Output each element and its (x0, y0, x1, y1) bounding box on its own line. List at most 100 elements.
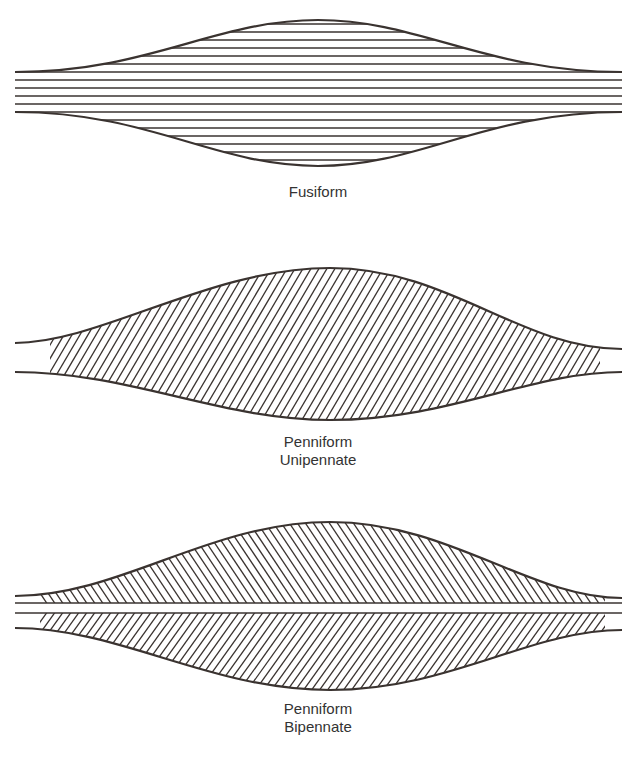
muscle-fibre (308, 515, 368, 605)
muscle-fibre (412, 515, 472, 605)
muscle-fibre (50, 260, 140, 430)
muscle-fibre (592, 260, 600, 430)
muscle-fibre (364, 611, 424, 695)
muscle-fibre (572, 611, 605, 695)
muscle-fibre (332, 611, 392, 695)
muscle-outlines (15, 20, 622, 690)
muscle-fibre (268, 611, 328, 695)
muscle-fibre (316, 611, 376, 695)
muscle-fibre (264, 260, 364, 430)
muscle-fibre (148, 611, 208, 695)
muscle-fibre (516, 515, 576, 605)
muscle-fibre (204, 515, 264, 605)
muscle-fibre (60, 515, 120, 605)
muscle-fibre (0, 143, 636, 144)
muscle-fibre (148, 515, 208, 605)
muscle-fibre (424, 260, 524, 430)
muscle-fibre (332, 515, 392, 605)
muscle-fibre (444, 611, 504, 695)
muscle-fibre (124, 611, 184, 695)
muscle-fibre (308, 611, 368, 695)
muscle-fibre (84, 611, 144, 695)
muscle-fibre (272, 260, 372, 430)
muscle-fibre (52, 611, 112, 695)
muscle-type-label: Penniform Bipennate (284, 700, 352, 736)
muscle-type-label: Fusiform (289, 183, 347, 201)
muscle-fibre (428, 611, 488, 695)
muscle-fibre (0, 95, 636, 96)
muscle-fibre (108, 611, 168, 695)
muscle-fibre (72, 260, 172, 430)
muscle-fibre (436, 611, 496, 695)
muscle-fibre (580, 515, 605, 605)
muscle-fibre (0, 87, 636, 88)
unipennate-outline (15, 268, 622, 349)
muscle-fibre (492, 611, 552, 695)
muscle-fibre (184, 260, 284, 430)
muscle-fibre (216, 260, 316, 430)
muscle-fibre (580, 611, 605, 695)
muscle-fibre (524, 611, 584, 695)
central-tendon (15, 603, 622, 613)
muscle-fibre (392, 260, 492, 430)
muscle-fibre (0, 39, 636, 40)
muscle-fibre (0, 151, 636, 152)
muscle-fibre (244, 515, 304, 605)
muscle-fibre (0, 135, 636, 136)
muscle-fibre (68, 611, 128, 695)
muscle-fibre (0, 79, 636, 80)
muscle-fibre (64, 260, 164, 430)
muscle-fibre (412, 611, 472, 695)
muscle-fibre (604, 515, 605, 605)
muscle-fibre (528, 260, 600, 430)
muscle-fibre (40, 611, 88, 695)
muscle-fibre (0, 159, 636, 160)
muscle-fibre (404, 611, 464, 695)
muscle-fibre (420, 611, 480, 695)
muscle-fibre (408, 260, 508, 430)
muscle-fibre (88, 260, 188, 430)
muscle-fibre (112, 260, 212, 430)
muscle-fibre (268, 515, 328, 605)
muscle-fibre (492, 515, 552, 605)
muscle-fibre (50, 260, 76, 430)
muscle-fibre (0, 127, 636, 128)
bipennate-lower-fibres (40, 611, 605, 695)
muscle-fibre (544, 260, 600, 430)
muscle-fibre (0, 31, 636, 32)
bipennate-clip (40, 515, 605, 695)
muscle-fibre (404, 515, 464, 605)
fusiform-outline (15, 20, 622, 72)
muscle-fibre (348, 515, 408, 605)
muscle-fibre (360, 260, 460, 430)
muscle-fibre (50, 260, 148, 430)
bipennate-outline (15, 628, 622, 690)
muscle-fibre (144, 260, 244, 430)
muscle-fibre (40, 515, 48, 605)
muscle-fibre (452, 515, 512, 605)
muscle-fibre (304, 260, 404, 430)
muscle-fibre (548, 611, 605, 695)
muscle-type-label: Penniform Unipennate (280, 433, 357, 469)
muscle-fibre (324, 611, 384, 695)
muscle-fibre (236, 611, 296, 695)
muscle-fibre (552, 260, 600, 430)
muscle-fibre (40, 611, 96, 695)
muscle-fibre (260, 611, 320, 695)
muscle-fibre (152, 260, 252, 430)
muscle-fibre (60, 611, 120, 695)
muscle-fibre (76, 515, 136, 605)
muscle-fibre (596, 611, 605, 695)
unipennate-clip (50, 260, 600, 430)
muscle-fibre (40, 611, 72, 695)
muscle-fibre (172, 611, 232, 695)
muscle-fibre (464, 260, 564, 430)
muscle-fibre (316, 515, 376, 605)
muscle-fibre (228, 515, 288, 605)
muscle-fibre (500, 515, 560, 605)
muscle-fibre (124, 515, 184, 605)
muscle-fibre (468, 515, 528, 605)
muscle-fibre (484, 611, 544, 695)
muscle-fibre (40, 611, 80, 695)
